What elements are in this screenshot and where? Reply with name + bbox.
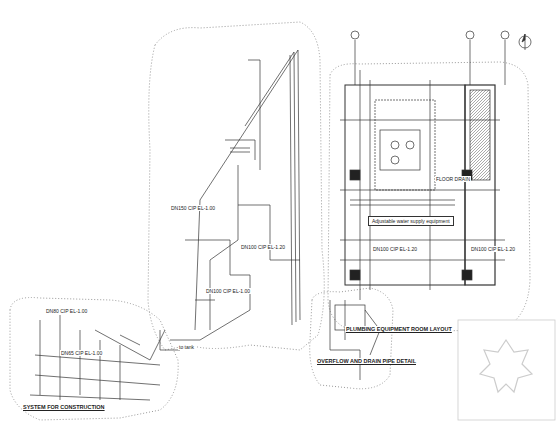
pipe-tag: DN100 CIP EL-1.00	[205, 288, 251, 294]
pipe-tag: to tank	[178, 344, 195, 350]
pipe-tag: FLOOR DRAIN	[435, 176, 471, 182]
equipment-box: Adjustable water supply equipment	[368, 216, 454, 226]
equipment-label: Adjustable water supply equipment	[369, 217, 453, 225]
pipe-tag: DN100 CIP EL-1.20	[372, 246, 418, 252]
pipe-tag: DN100 CIP EL-1.20	[470, 246, 516, 252]
view-title: OVERFLOW AND DRAIN PIPE DETAIL	[316, 358, 417, 364]
pipe-tag: DN100 CIP EL-1.20	[240, 244, 286, 250]
view-title: PLUMBING EQUIPMENT ROOM LAYOUT	[345, 326, 453, 332]
pipe-tag: DN150 CIP EL-1.00	[170, 205, 216, 211]
view-title: SYSTEM FOR CONSTRUCTION	[22, 404, 106, 410]
pipe-tag: DN65 CIP EL-1.00	[60, 350, 103, 356]
pipe-tag: DN80 CIP EL-1.00	[45, 308, 88, 314]
